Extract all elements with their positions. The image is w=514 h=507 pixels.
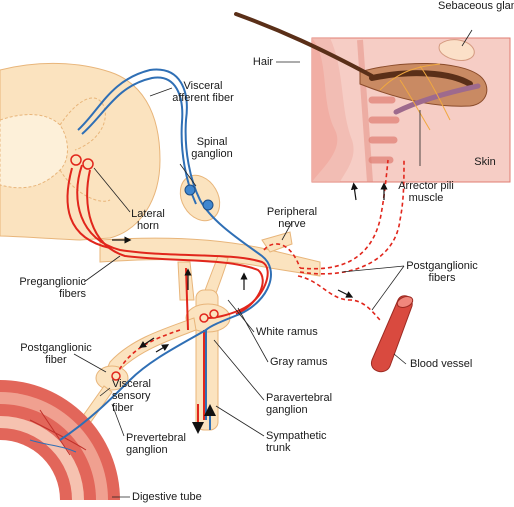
label-preganglionic-fibers: Preganglionic fibers: [19, 276, 86, 300]
preganglionic-fibers: [66, 164, 269, 420]
lateral-horn-neuron-2: [82, 158, 94, 170]
paravertebral-neuron-2: [209, 309, 219, 319]
label-blood-vessel: Blood vessel: [410, 358, 473, 370]
label-hair: Hair: [252, 56, 274, 68]
label-sebaceous-glands: Sebaceous glands: [438, 0, 514, 12]
ganglion-cell-body: [184, 184, 196, 196]
label-gray-ramus: Gray ramus: [270, 356, 328, 368]
label-arrector-pili-muscle: Arrector pili muscle: [398, 180, 454, 204]
label-postganglionic-fiber: Postganglionic fiber: [20, 342, 92, 366]
hair-shaft: [234, 12, 374, 78]
label-lateral-horn: Lateral horn: [131, 208, 165, 232]
label-postganglionic-fibers: Postganglionic fibers: [406, 260, 478, 284]
lateral-horn-neuron: [70, 154, 82, 166]
ganglion-cell-body-2: [202, 199, 214, 211]
digestive-tube: [0, 380, 120, 500]
label-peripheral-nerve: Peripheral nerve: [266, 206, 318, 230]
label-prevertebral-ganglion: Prevertebral ganglion: [126, 432, 186, 456]
label-sympathetic-trunk: Sympathetic trunk: [266, 430, 327, 454]
label-visceral-sensory-fiber: Visceral sensory fiber: [112, 378, 151, 414]
label-paravertebral-ganglion: Paravertebral ganglion: [266, 392, 333, 416]
spinal-cord: [0, 62, 161, 241]
label-visceral-afferent-fiber: Visceral afferent fiber: [172, 80, 234, 104]
label-skin: Skin: [474, 156, 496, 168]
blood-vessel-shape: [370, 295, 414, 373]
skin-block: [311, 37, 511, 183]
label-white-ramus: White ramus: [256, 326, 318, 338]
direction-arrows: [112, 182, 388, 353]
afferent-fibers: [59, 68, 272, 441]
label-digestive-tube: Digestive tube: [132, 491, 202, 503]
prevertebral-neuron: [111, 371, 121, 381]
leader-lines: [73, 29, 473, 498]
label-spinal-ganglion: Spinal ganglion: [191, 136, 233, 160]
postganglionic-fibers-lines: [117, 159, 405, 373]
paravertebral-neuron: [199, 313, 209, 323]
